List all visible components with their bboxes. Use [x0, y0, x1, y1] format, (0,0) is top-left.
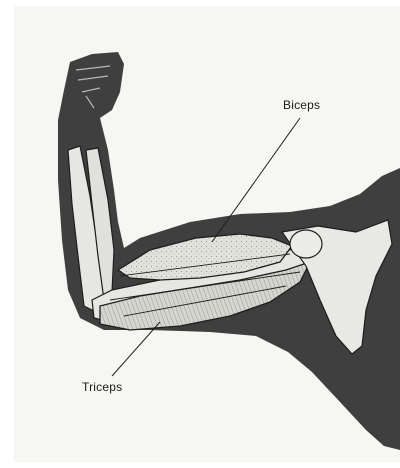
shoulder-joint — [290, 230, 322, 258]
biceps-label: Biceps — [283, 98, 320, 112]
triceps-label: Triceps — [82, 380, 122, 394]
